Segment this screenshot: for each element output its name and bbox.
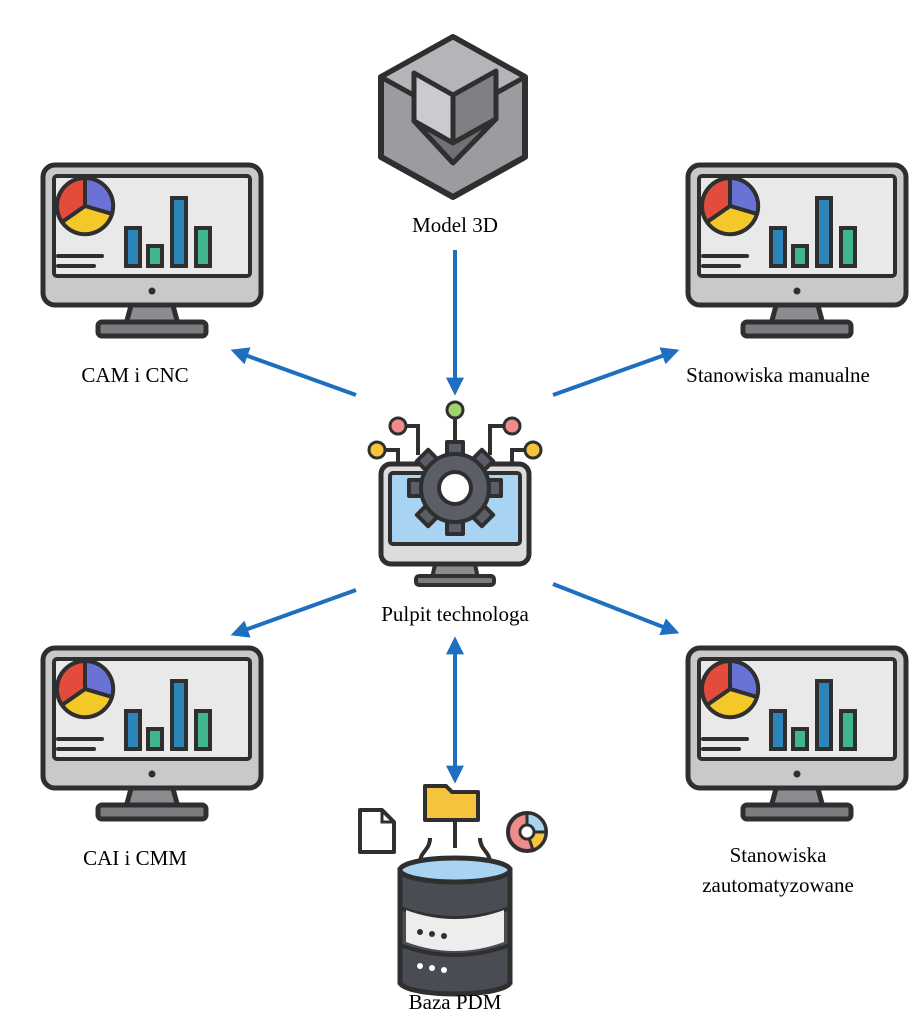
automated-stations-label-line1: Stanowiska [730, 843, 828, 867]
automated-stations-label-line2: zautomatyzowane [702, 873, 854, 897]
connector-arrows [230, 250, 680, 784]
arrow-center-to-cam [230, 347, 357, 397]
pdm-database-label: Baza PDM [409, 990, 502, 1014]
arrow-center-to-manual [552, 347, 680, 397]
pie-chart-icon [506, 811, 548, 853]
manual-stations-label: Stanowiska manualne [686, 363, 870, 387]
manual-stations-monitor-icon [688, 165, 906, 336]
document-icon [358, 808, 396, 854]
cube-icon [378, 34, 528, 200]
engineer-desktop-label: Pulpit technologa [381, 602, 529, 626]
model-3d-label: Model 3D [412, 213, 498, 237]
cam-cnc-label: CAM i CNC [81, 363, 188, 387]
cam-cnc-monitor-icon [43, 165, 261, 336]
automated-stations-monitor-icon [688, 648, 906, 819]
database-icon [358, 784, 548, 997]
gear-monitor-icon [367, 400, 543, 587]
arrow-center-to-automated [552, 582, 680, 636]
cai-cmm-label: CAI i CMM [83, 846, 187, 870]
cai-cmm-monitor-icon [43, 648, 261, 819]
arrow-center-to-cai [230, 588, 357, 638]
folder-icon [423, 784, 480, 822]
